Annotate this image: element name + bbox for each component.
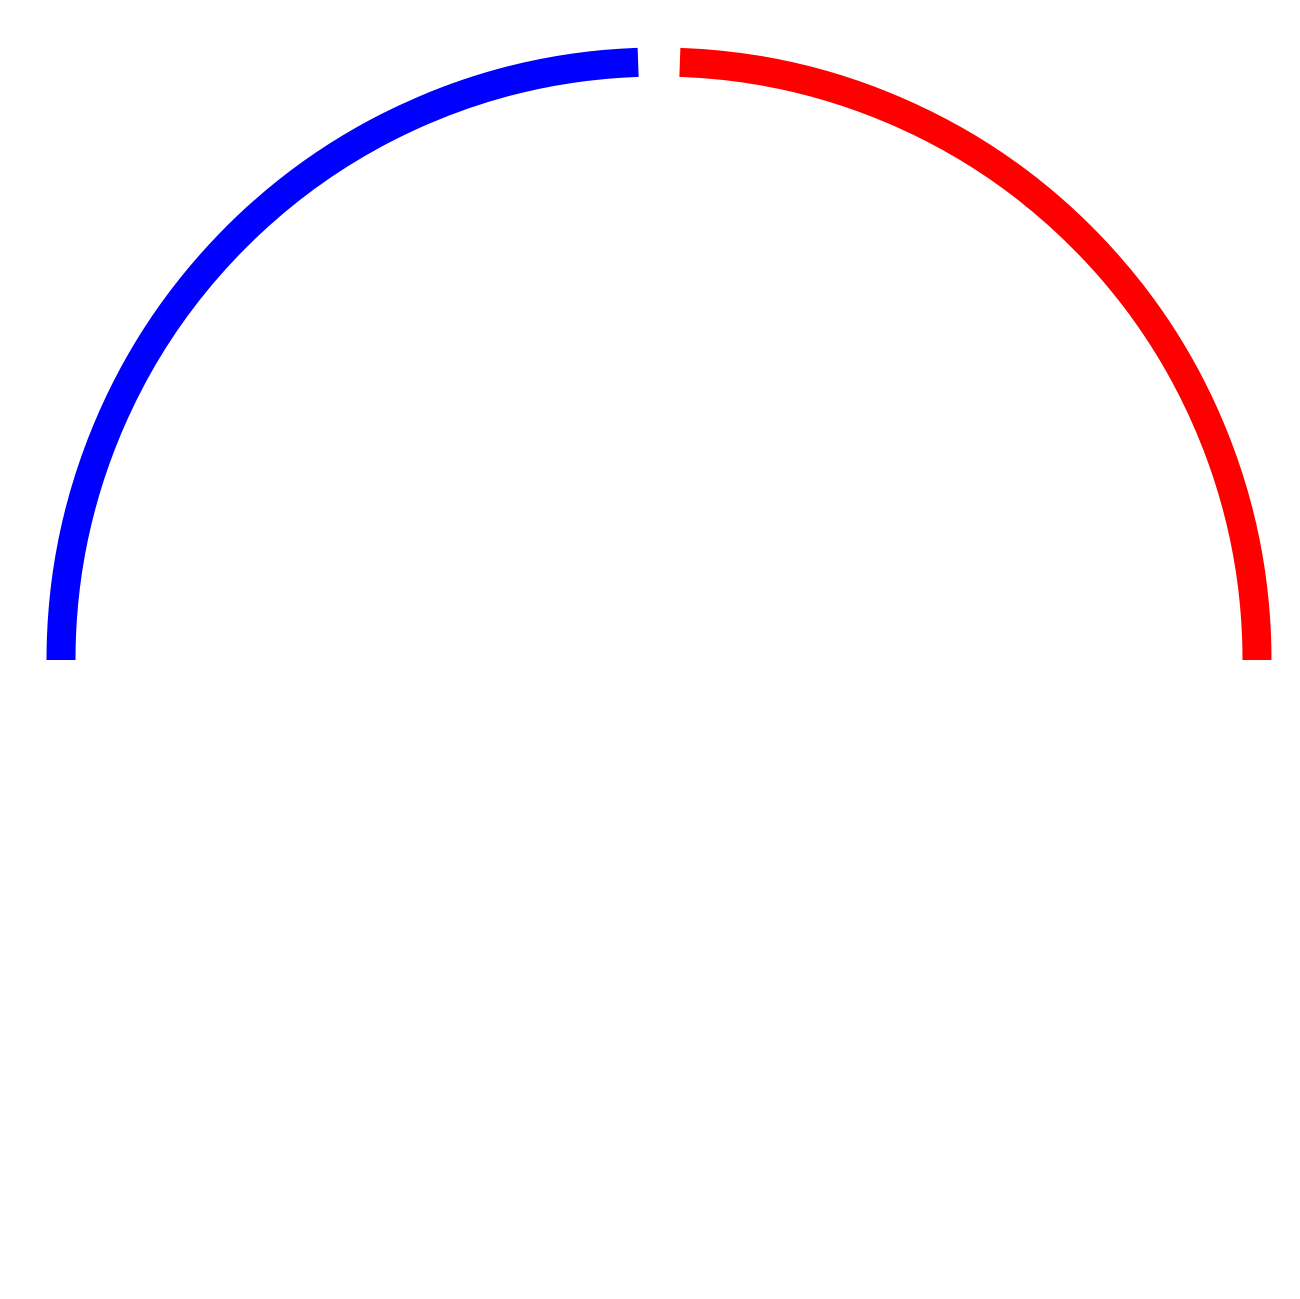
blue-arc <box>46 47 639 661</box>
red-arc <box>679 47 1272 661</box>
